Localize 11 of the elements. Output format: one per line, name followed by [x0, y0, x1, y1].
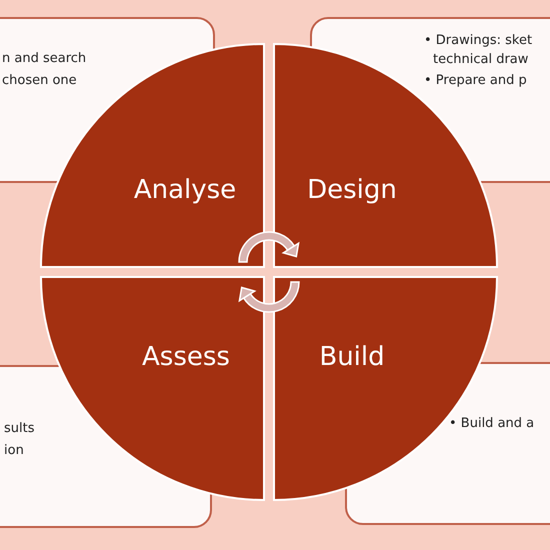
- body-text: sults: [4, 420, 34, 438]
- stage-label: Build: [319, 342, 385, 372]
- stage-label: Design: [307, 175, 397, 205]
- body-text: ion: [4, 442, 24, 460]
- body-text: n and search: [2, 50, 86, 68]
- stage-label: Assess: [142, 342, 230, 372]
- bullet-text: • Build and a: [449, 415, 536, 433]
- stage-label: Analyse: [134, 175, 236, 205]
- bullet-text: • Drawings: sket technical draw: [424, 32, 534, 69]
- bullet-text: • Prepare and p: [424, 72, 528, 90]
- body-text: chosen one: [2, 72, 77, 90]
